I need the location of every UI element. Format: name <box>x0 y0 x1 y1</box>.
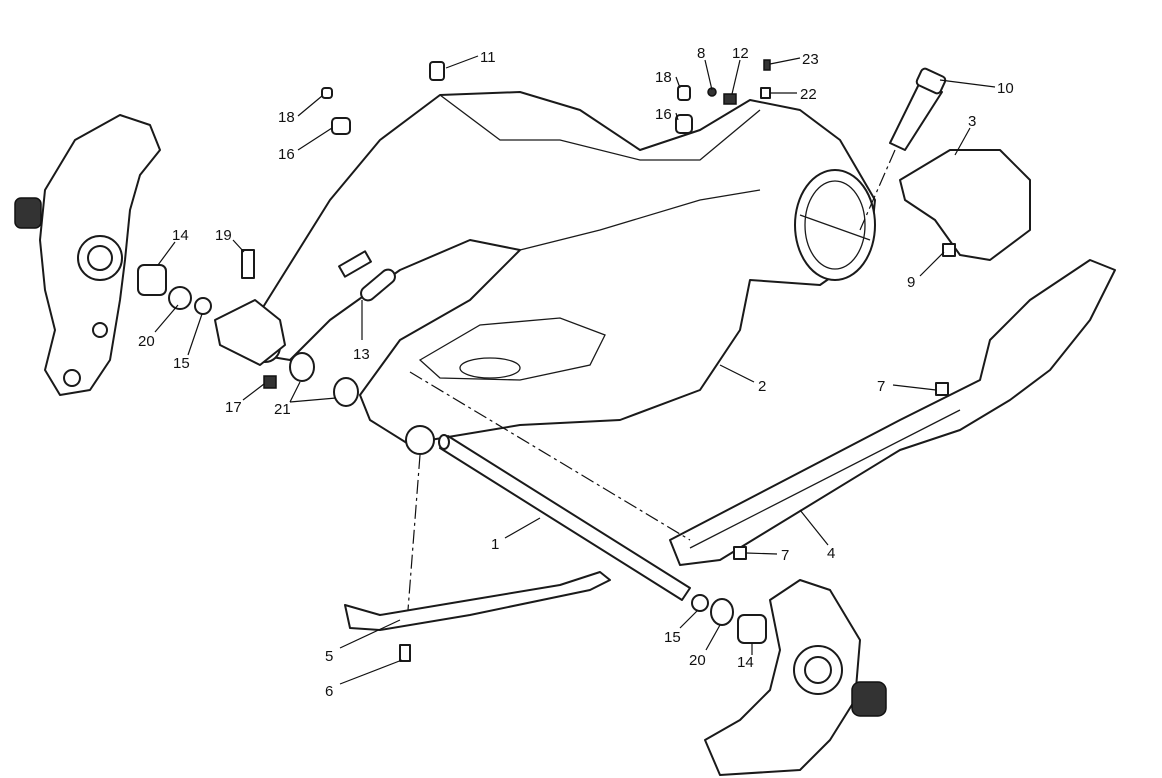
callout-17: 17 <box>225 399 242 416</box>
callout-15: 15 <box>173 355 190 372</box>
callout-3: 3 <box>968 113 976 130</box>
callout-1: 1 <box>491 536 499 553</box>
callout-18: 18 <box>655 69 672 86</box>
callout-12: 12 <box>732 45 749 62</box>
callout-11: 11 <box>480 49 496 66</box>
leader-lines <box>154 55 996 685</box>
callout-8: 8 <box>697 45 705 62</box>
right-frame-bracket <box>704 579 887 776</box>
left-frame-bracket <box>14 114 161 396</box>
callout-2: 2 <box>758 378 766 395</box>
callout-labels: 11 8 12 23 18 22 10 18 16 16 3 14 19 9 2… <box>138 45 1014 700</box>
callout-14: 14 <box>172 227 189 244</box>
callout-7: 7 <box>781 547 789 564</box>
chain-slider <box>344 571 611 631</box>
callout-9: 9 <box>907 274 915 291</box>
chain-guard <box>669 259 1116 566</box>
assembly-lines <box>407 149 896 611</box>
callout-10: 10 <box>997 80 1014 97</box>
callout-15: 15 <box>664 629 681 646</box>
callout-6: 6 <box>325 683 333 700</box>
callout-23: 23 <box>802 51 819 68</box>
callout-22: 22 <box>800 86 817 103</box>
callout-16: 16 <box>655 106 672 123</box>
small-hardware <box>137 59 956 662</box>
callout-18: 18 <box>278 109 295 126</box>
callout-14: 14 <box>737 654 754 671</box>
callout-19: 19 <box>215 227 232 244</box>
callout-20: 20 <box>689 652 706 669</box>
callout-4: 4 <box>827 545 835 562</box>
callout-20: 20 <box>138 333 155 350</box>
callout-21: 21 <box>274 401 291 418</box>
pivot-shaft <box>438 434 691 601</box>
swingarm <box>249 91 876 455</box>
callout-7: 7 <box>877 378 885 395</box>
callout-16: 16 <box>278 146 295 163</box>
callout-13: 13 <box>353 346 370 363</box>
sprocket-cover <box>899 149 1031 261</box>
callout-5: 5 <box>325 648 333 665</box>
